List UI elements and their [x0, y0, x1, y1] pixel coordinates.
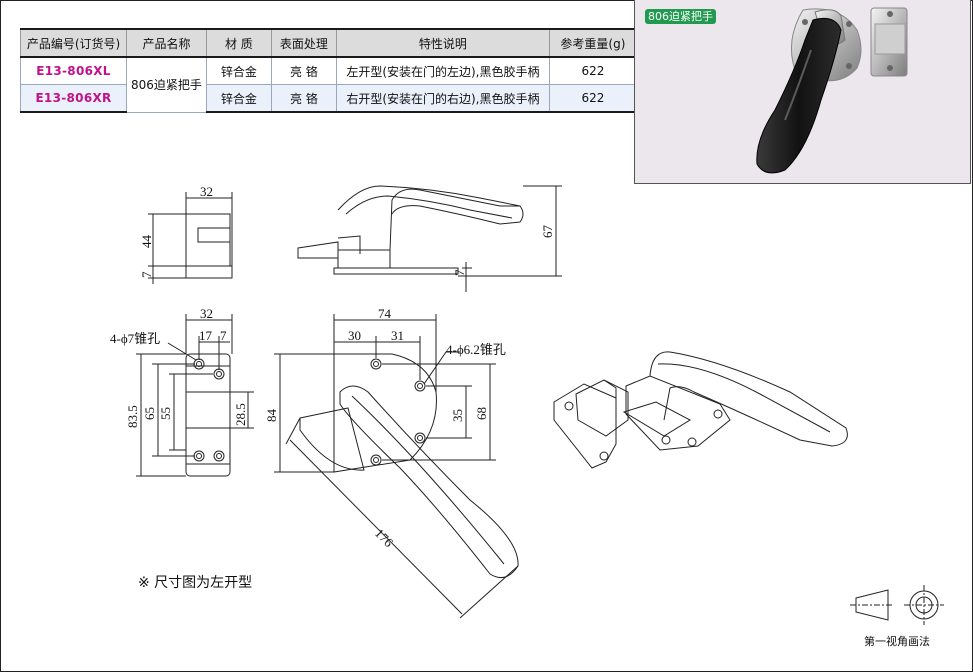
finish: 亮 铬	[270, 84, 337, 113]
col-header-feature: 特性说明	[335, 28, 550, 58]
col-header-code: 产品编号(订货号)	[20, 28, 127, 58]
product-photo	[634, 0, 971, 184]
dim-label: 30	[348, 328, 361, 343]
weight: 622	[548, 84, 637, 113]
col-header-finish: 表面处理	[270, 28, 337, 58]
hole-label-right: 4-ϕ6.2锥孔	[446, 342, 506, 357]
dim-label: 17	[199, 328, 213, 343]
weight: 622	[548, 56, 637, 85]
dim-label: 31	[391, 328, 404, 343]
drawing-note: ※ 尺寸图为左开型	[138, 575, 253, 591]
dim-label: 68	[474, 407, 489, 420]
dim-label: 35	[450, 409, 465, 422]
product-code: E13-806XR	[20, 84, 127, 113]
dim-label: 32	[200, 184, 213, 199]
hole-label-left: 4-ϕ7锥孔	[110, 331, 160, 346]
dim-label: 55	[158, 407, 173, 420]
dim-label: 83.5	[125, 405, 140, 428]
spec-table: 产品编号(订货号) 产品名称 材 质 表面处理 特性说明 参考重量(g) E13…	[20, 28, 637, 113]
finish: 亮 铬	[270, 56, 337, 85]
dim-label: 84	[264, 409, 279, 423]
side-view-body	[185, 213, 231, 267]
material: 锌合金	[205, 84, 272, 113]
dim-label: 65	[142, 407, 157, 420]
table-header-row: 产品编号(订货号) 产品名称 材 质 表面处理 特性说明 参考重量(g)	[20, 28, 637, 58]
dim-label: 176	[372, 526, 397, 551]
drawing-lines	[136, 185, 944, 625]
dim-label: 32	[200, 306, 213, 321]
handle-photo-illustration	[756, 7, 908, 174]
dim-label: 44	[139, 235, 154, 249]
dim-label: 28.5	[233, 403, 248, 426]
dim-label: 74	[378, 306, 392, 321]
dimension-labels: 32 44 7 67 7 32 17 7 4-ϕ7锥孔 83.5 65 55 2…	[110, 184, 555, 550]
dim-label: 7	[220, 328, 227, 343]
photo-label: 806迫紧把手	[645, 9, 716, 24]
dim-label: 67	[540, 225, 555, 239]
dim-label: 7	[452, 269, 467, 276]
table-row: E13-806XL 806迫紧把手 锌合金 亮 铬 左开型(安装在门的左边),黑…	[20, 56, 637, 113]
table-row: E13-806XR 锌合金 亮 铬 右开型(安装在门的右边),黑色胶手柄 622	[20, 84, 637, 113]
dim-label: 7	[139, 271, 154, 278]
col-header-weight: 参考重量(g)	[548, 28, 637, 58]
product-name: 806迫紧把手	[126, 56, 207, 113]
feature: 左开型(安装在门的左边),黑色胶手柄	[335, 56, 550, 85]
product-code: E13-806XL	[20, 56, 127, 85]
feature: 右开型(安装在门的右边),黑色胶手柄	[335, 84, 550, 113]
projection-label: 第一视角画法	[864, 635, 930, 648]
